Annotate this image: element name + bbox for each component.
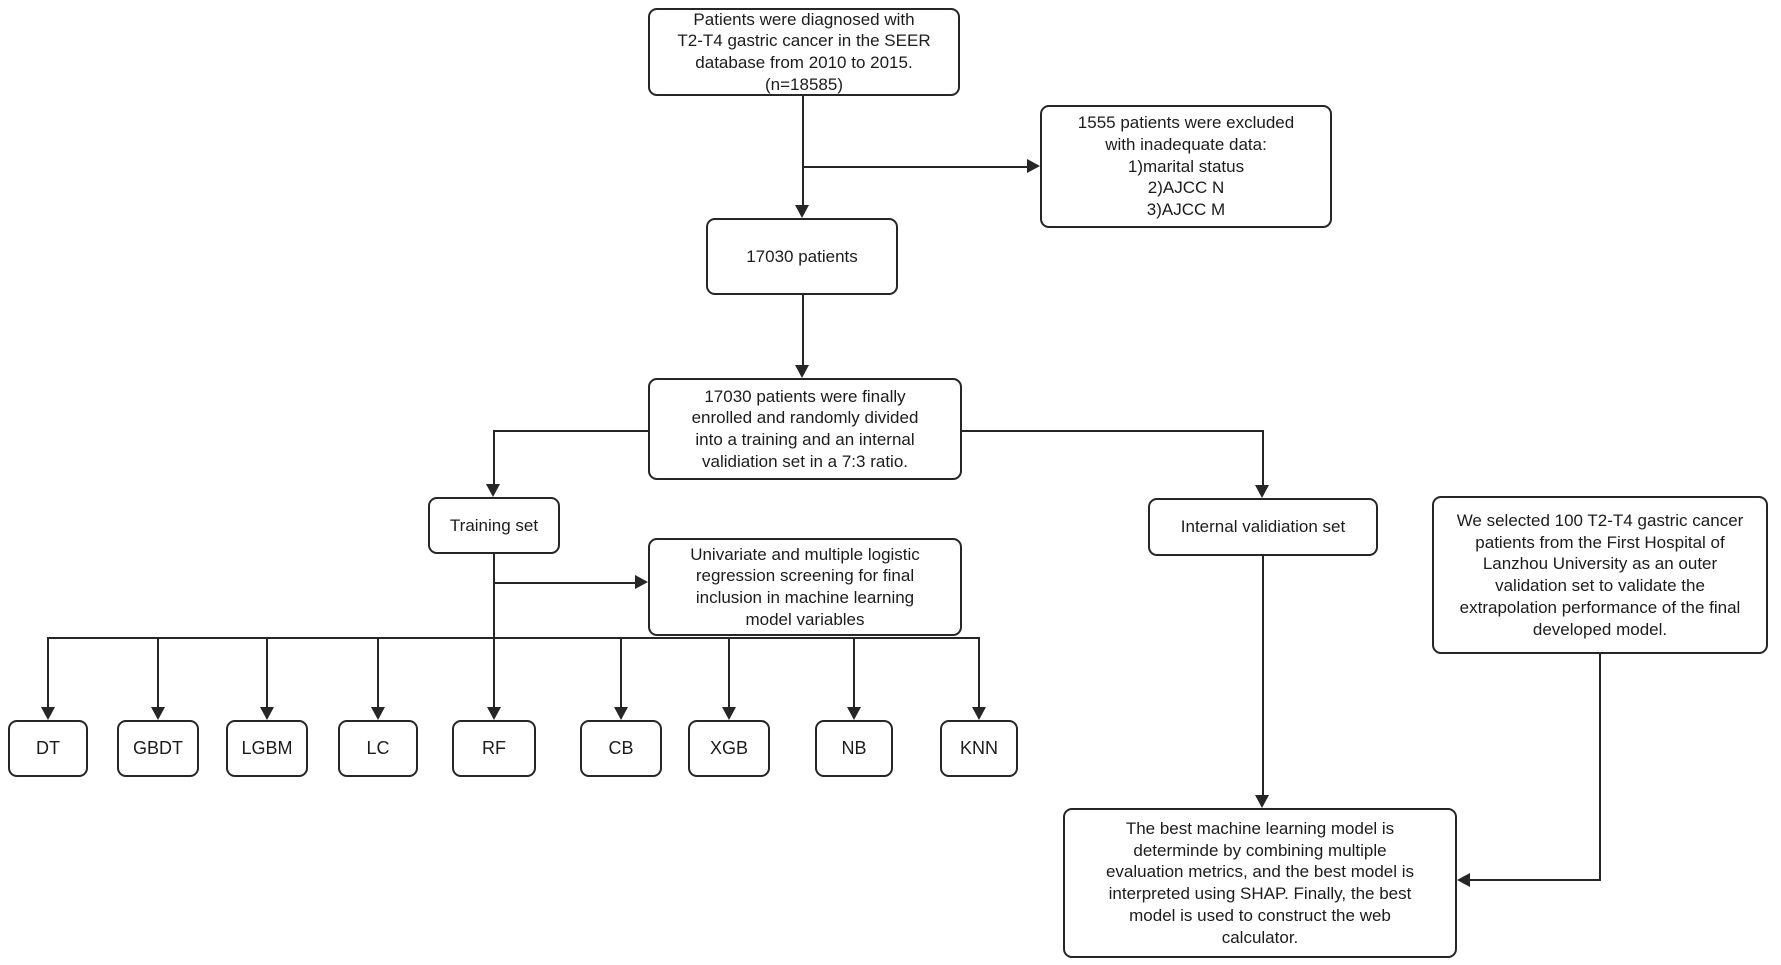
model-box-dt: DT [8,720,88,777]
model-box-lgbm: LGBM [226,720,308,777]
node-internal-validation-set: Internal validiation set [1148,498,1378,556]
arrowhead-into-internal [1255,485,1269,498]
connector-drop-cb [620,637,622,708]
node-outer-validation-set: We selected 100 T2-T4 gastric cancer pat… [1432,496,1768,654]
connector-drop-lc [377,637,379,708]
arrowhead-into-lc [371,707,385,720]
model-box-cb: CB [580,720,662,777]
node-training-set: Training set [428,497,560,554]
connector-outer-horizontal [1470,879,1601,881]
connector-training-down [493,554,495,638]
arrowhead-into-lgbm [260,707,274,720]
arrowhead-into-17030 [795,205,809,218]
model-box-nb: NB [815,720,893,777]
connector-drop-xgb [728,637,730,708]
arrowhead-into-rf [487,707,501,720]
arrowhead-into-training [486,484,500,497]
connector-17030-to-enrolled [802,295,804,366]
arrowhead-into-dt [41,707,55,720]
connector-drop-knn [978,637,980,708]
node-excluded-patients: 1555 patients were excluded with inadequ… [1040,105,1332,228]
connector-internal-to-best [1262,556,1264,796]
connector-drop-rf [493,637,495,708]
node-enrolled-split: 17030 patients were finally enrolled and… [648,378,962,480]
arrowhead-into-excluded [1027,159,1040,173]
model-box-gbdt: GBDT [117,720,199,777]
node-logistic-screening: Univariate and multiple logistic regress… [648,538,962,636]
arrowhead-into-nb [847,707,861,720]
model-box-lc: LC [338,720,418,777]
connector-seer-to-17030 [802,96,804,208]
connector-drop-gbdt [157,637,159,708]
model-box-xgb: XGB [688,720,770,777]
connector-enrolled-left-horizontal [493,430,648,432]
arrowhead-into-best [1255,795,1269,808]
node-17030-patients: 17030 patients [706,218,898,295]
connector-drop-nb [853,637,855,708]
arrowhead-into-gbdt [151,707,165,720]
arrowhead-outer-into-best [1457,873,1470,887]
model-box-knn: KNN [940,720,1018,777]
connector-drop-dt [47,637,49,708]
connector-down-to-training [493,430,495,485]
arrowhead-into-knn [972,707,986,720]
connector-down-to-internal [1262,430,1264,486]
connector-branch-to-excluded [802,166,1028,168]
connector-enrolled-right-horizontal [962,430,1263,432]
connector-outer-down [1599,654,1601,881]
arrowhead-into-univariate [635,575,648,589]
node-best-model-web-calculator: The best machine learning model is deter… [1063,808,1457,958]
arrowhead-into-cb [614,707,628,720]
connector-drop-lgbm [266,637,268,708]
connector-to-univariate [493,582,636,584]
model-box-rf: RF [452,720,536,777]
arrowhead-into-enrolled [795,365,809,378]
arrowhead-into-xgb [722,707,736,720]
node-seer-cohort: Patients were diagnosed with T2-T4 gastr… [648,8,960,96]
connector-distribution-bus [47,637,980,639]
